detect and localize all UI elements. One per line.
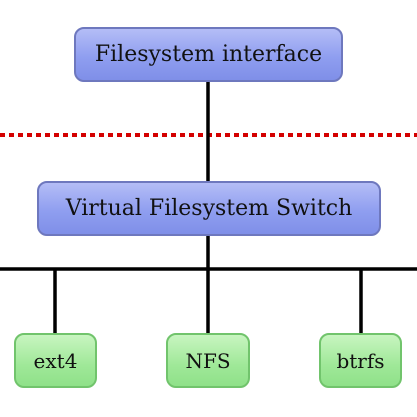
filesystem-interface-box: Filesystem interface [74, 27, 343, 82]
ext4-filesystem-box: ext4 [14, 333, 97, 388]
btrfs-filesystem-box: btrfs [319, 333, 402, 388]
nfs-filesystem-box: NFS [166, 333, 250, 388]
virtual-filesystem-switch-box: Virtual Filesystem Switch [37, 181, 381, 236]
